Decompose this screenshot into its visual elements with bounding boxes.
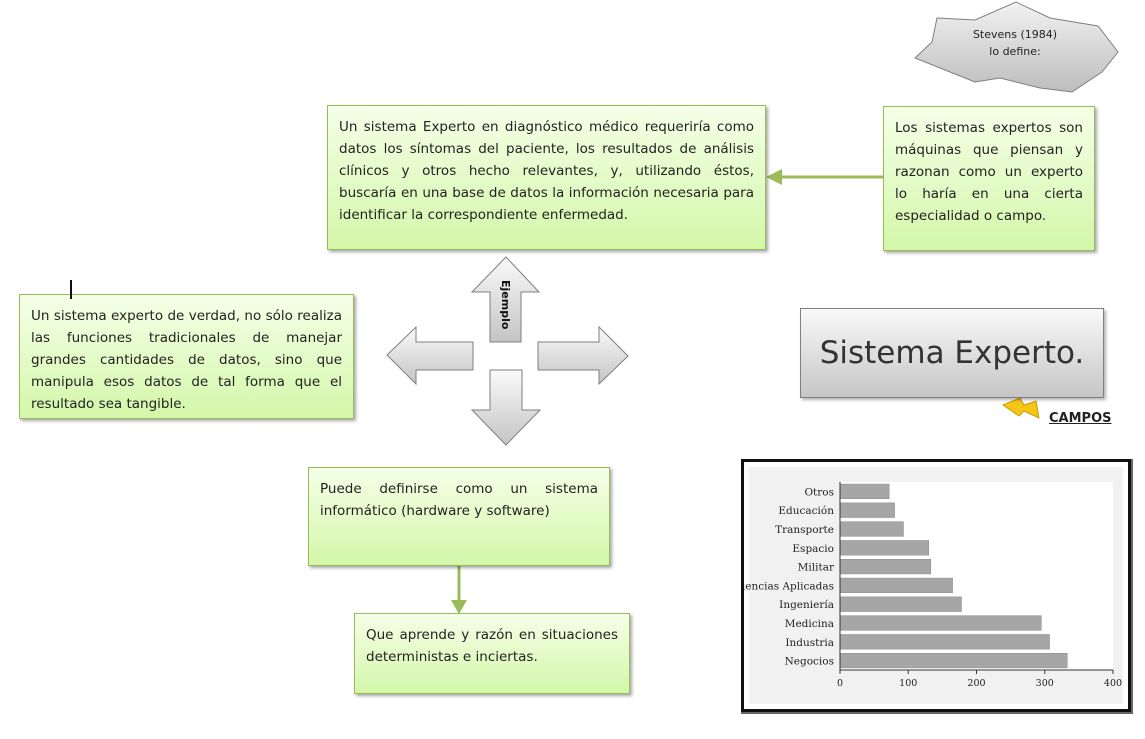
definition-system-box: Puede definirse como un sistema informát… <box>308 467 610 566</box>
bar <box>839 653 1068 669</box>
ejemplo-arrow-label: Ejemplo <box>499 280 512 330</box>
x-tick-label: 100 <box>899 678 917 689</box>
category-label: Educación <box>778 505 834 517</box>
learns-box: Que aprende y razón en situaciones deter… <box>354 613 630 694</box>
connector-arrow-down <box>451 566 467 614</box>
bar <box>839 540 929 556</box>
category-label: Transporte <box>775 524 834 536</box>
text-cursor <box>70 280 72 299</box>
category-label: Medicina <box>785 618 834 630</box>
x-tick-label: 300 <box>1036 678 1054 689</box>
x-tick-label: 0 <box>837 678 843 689</box>
category-label: Negocios <box>785 656 834 668</box>
category-label: Ingeniería <box>779 599 834 611</box>
block-arrow-left <box>386 325 474 386</box>
category-label: Industria <box>785 637 834 649</box>
connector-arrow-left <box>766 169 884 185</box>
block-arrow-up <box>470 256 541 343</box>
bar <box>839 577 953 593</box>
lightning-icon <box>1001 397 1040 419</box>
bar <box>839 502 895 518</box>
bar-chart-svg: OtrosEducaciónTransporteEspacioMilitarCi… <box>744 482 1122 689</box>
bar <box>839 483 890 499</box>
star-label: Stevens (1984) lo define: <box>955 26 1075 60</box>
star-shape <box>914 1 1119 93</box>
bar <box>839 559 932 575</box>
definition-box: Los sistemas expertos son máquinas que p… <box>883 106 1095 251</box>
x-tick-label: 400 <box>1104 678 1122 689</box>
category-label: Espacio <box>792 543 834 555</box>
block-arrow-down <box>470 369 542 446</box>
bar <box>839 634 1050 650</box>
category-label: Ciencias Aplicadas <box>744 580 834 592</box>
bar <box>839 596 962 612</box>
true-expert-box: Un sistema experto de verdad, no sólo re… <box>19 294 354 419</box>
x-tick-label: 200 <box>967 678 985 689</box>
category-label: Militar <box>798 562 835 574</box>
category-label: Otros <box>804 486 834 498</box>
star-line-1: Stevens (1984) <box>972 28 1058 41</box>
bar <box>839 521 904 537</box>
fields-chart: OtrosEducaciónTransporteEspacioMilitarCi… <box>741 459 1131 712</box>
block-arrow-right <box>537 325 629 386</box>
star-line-2: lo define: <box>989 45 1041 58</box>
example-box: Un sistema Experto en diagnóstico médico… <box>327 105 766 250</box>
bar <box>839 615 1042 631</box>
campos-link[interactable]: CAMPOS <box>1049 411 1112 426</box>
central-title: Sistema Experto. <box>800 308 1104 398</box>
